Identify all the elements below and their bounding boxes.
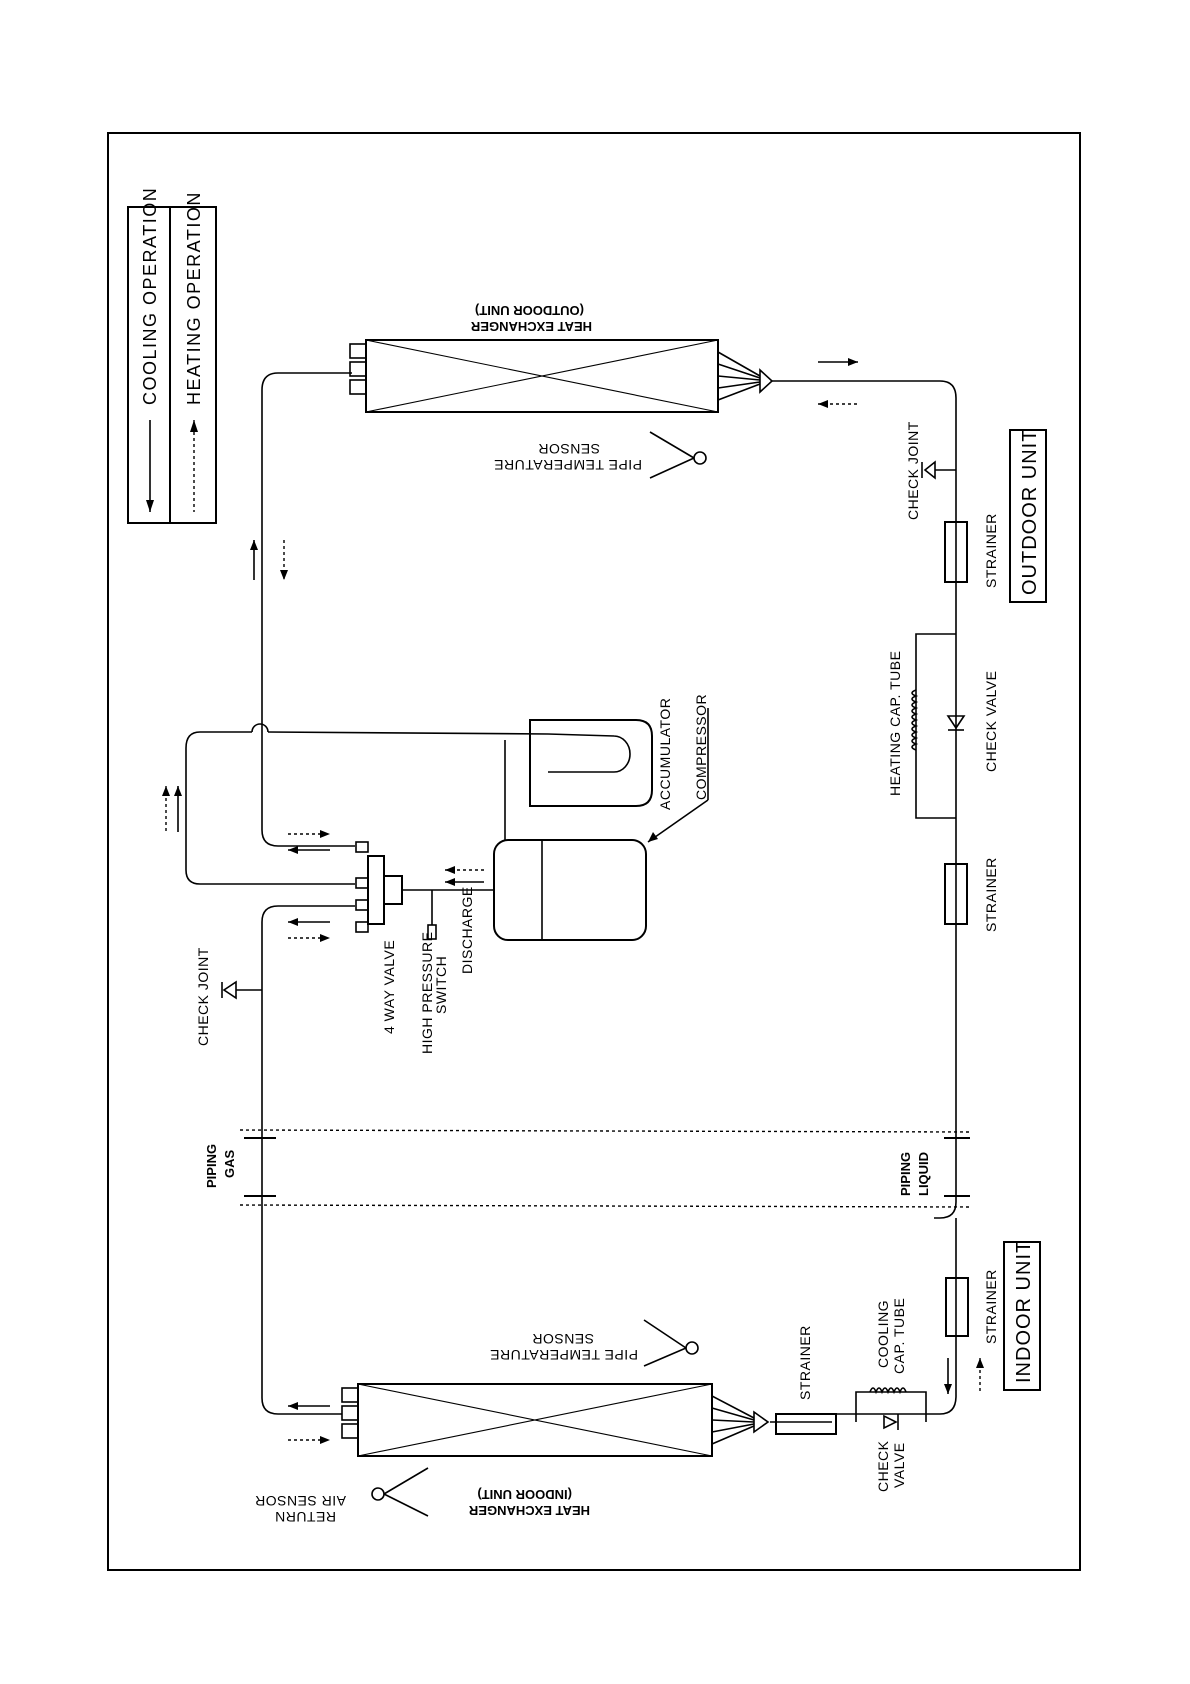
flow-arrows-outdoor <box>250 358 858 580</box>
outdoor-unit-label: OUTDOOR UNIT <box>1009 429 1047 603</box>
outdoor-hx-label: HEAT EXCHANGER <box>470 319 592 334</box>
indoor-strainer-liquid: STRAINER <box>945 1269 999 1344</box>
outdoor-check-joint: CHECK JOINT <box>905 421 956 520</box>
svg-text:OUTDOOR UNIT: OUTDOOR UNIT <box>1019 429 1041 595</box>
outdoor-pipe-temp-sensor: PIPE TEMPERATURE SENSOR <box>494 431 707 479</box>
svg-text:COMPRESSOR: COMPRESSOR <box>693 694 709 800</box>
cooling-cap-tube-assembly: COOLING CAP. TUBE CHECK VALVE <box>855 1298 927 1492</box>
svg-text:STRAINER: STRAINER <box>983 513 999 588</box>
svg-text:CHECK VALVE: CHECK VALVE <box>983 671 999 772</box>
indoor-hx-label: HEAT EXCHANGER <box>468 1503 590 1518</box>
indoor-heat-exchanger: HEAT EXCHANGER (INDOOR UNIT) <box>341 1383 770 1518</box>
accumulator: ACCUMULATOR <box>529 698 673 810</box>
legend-box: COOLING OPERATION HEATING OPERATION <box>127 187 217 524</box>
heating-cap-tube-assembly: HEATING CAP. TUBE CHECK VALVE <box>887 633 999 819</box>
piping-network <box>185 372 957 1423</box>
piping-liquid-label: PIPING <box>898 1152 913 1196</box>
svg-text:COOLING: COOLING <box>875 1300 891 1368</box>
svg-text:STRAINER: STRAINER <box>983 857 999 932</box>
flow-arrows-valve <box>162 786 484 942</box>
piping-gas-label: PIPING <box>204 1144 219 1188</box>
return-air-sensor: RETURN AIR SENSOR <box>255 1467 429 1525</box>
page-border <box>107 132 1081 1571</box>
svg-text:SENSOR: SENSOR <box>532 1331 594 1347</box>
legend-cooling-label: COOLING OPERATION <box>140 187 160 405</box>
compressor: COMPRESSOR <box>493 694 709 941</box>
gas-check-joint: CHECK JOINT <box>195 947 262 1046</box>
svg-text:CHECK: CHECK <box>875 1440 891 1492</box>
indoor-unit-label: INDOOR UNIT <box>1003 1240 1041 1391</box>
outdoor-strainer-upper: STRAINER <box>944 513 999 588</box>
svg-text:RETURN: RETURN <box>275 1509 336 1525</box>
piping-liquid-label-2: LIQUID <box>916 1152 931 1196</box>
svg-text:INDOOR UNIT: INDOOR UNIT <box>1013 1240 1035 1383</box>
indoor-hx-label-2: (INDOOR UNIT) <box>477 1487 572 1502</box>
high-pressure-label-2: SWITCH <box>433 956 449 1014</box>
legend-heating-label: HEATING OPERATION <box>184 191 204 405</box>
indoor-pipe-temp-sensor: PIPE TEMPERATURE SENSOR <box>490 1319 699 1367</box>
piping-separation: PIPING GAS PIPING LIQUID <box>204 1129 971 1208</box>
svg-text:HEATING CAP. TUBE: HEATING CAP. TUBE <box>887 651 903 796</box>
outdoor-hx-label-2: (OUTDOOR UNIT) <box>475 303 584 318</box>
high-pressure-label: HIGH PRESSURE <box>419 932 435 1054</box>
outdoor-heat-exchanger: HEAT EXCHANGER (OUTDOOR UNIT) <box>349 303 774 413</box>
svg-text:PIPE TEMPERATURE: PIPE TEMPERATURE <box>494 457 642 473</box>
svg-text:PIPE TEMPERATURE: PIPE TEMPERATURE <box>490 1347 638 1363</box>
svg-text:ACCUMULATOR: ACCUMULATOR <box>657 698 673 810</box>
svg-text:CAP. TUBE: CAP. TUBE <box>891 1298 907 1374</box>
svg-text:CHECK JOINT: CHECK JOINT <box>195 947 211 1046</box>
indoor-strainer-hx: STRAINER <box>775 1325 837 1435</box>
svg-text:AIR SENSOR: AIR SENSOR <box>255 1493 346 1509</box>
outdoor-strainer-lower: STRAINER <box>944 857 999 932</box>
discharge-label: DISCHARGE <box>459 886 475 974</box>
svg-text:SENSOR: SENSOR <box>538 441 600 457</box>
svg-text:STRAINER: STRAINER <box>797 1325 813 1400</box>
svg-text:STRAINER: STRAINER <box>983 1269 999 1344</box>
svg-text:4 WAY VALVE: 4 WAY VALVE <box>381 940 397 1034</box>
flow-arrows-indoor <box>288 1358 984 1444</box>
svg-text:VALVE: VALVE <box>891 1442 907 1488</box>
piping-gas-label-2: GAS <box>222 1150 237 1179</box>
four-way-valve: 4 WAY VALVE <box>355 841 403 1034</box>
svg-text:CHECK JOINT: CHECK JOINT <box>905 421 921 520</box>
